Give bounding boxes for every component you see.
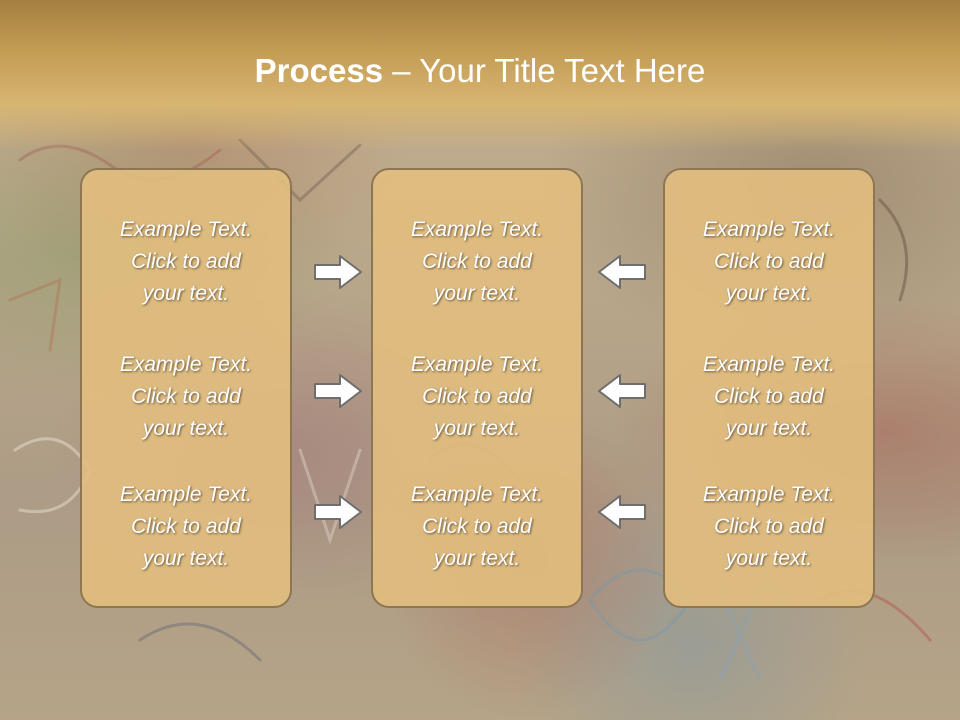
slide-title[interactable]: Process – Your Title Text Here <box>0 52 960 90</box>
text-line: Click to add <box>714 385 824 408</box>
text-placeholder[interactable]: Example Text. Click to add your text. <box>665 479 873 575</box>
text-line: your text. <box>725 547 813 570</box>
title-band <box>0 0 960 150</box>
text-line: Example Text. <box>119 218 253 241</box>
text-line: Example Text. <box>119 483 253 506</box>
text-line: your text. <box>725 417 813 440</box>
text-placeholder[interactable]: Example Text. Click to add your text. <box>82 214 290 310</box>
text-line: your text. <box>142 282 230 305</box>
text-line: Example Text. <box>702 353 836 376</box>
text-line: your text. <box>433 417 521 440</box>
process-box-1[interactable]: Example Text. Click to add your text. Ex… <box>80 168 292 608</box>
text-line: Click to add <box>714 515 824 538</box>
text-line: Click to add <box>422 250 532 273</box>
process-box-2[interactable]: Example Text. Click to add your text. Ex… <box>371 168 583 608</box>
text-line: your text. <box>142 547 230 570</box>
text-line: your text. <box>142 417 230 440</box>
text-placeholder[interactable]: Example Text. Click to add your text. <box>665 214 873 310</box>
text-line: Example Text. <box>702 218 836 241</box>
text-placeholder[interactable]: Example Text. Click to add your text. <box>82 479 290 575</box>
left-arrow-icon[interactable] <box>596 371 648 411</box>
title-rest: – Your Title Text Here <box>383 52 706 89</box>
text-placeholder[interactable]: Example Text. Click to add your text. <box>373 214 581 310</box>
text-placeholder[interactable]: Example Text. Click to add your text. <box>665 349 873 445</box>
text-placeholder[interactable]: Example Text. Click to add your text. <box>373 479 581 575</box>
text-line: Click to add <box>422 385 532 408</box>
right-arrow-icon[interactable] <box>312 252 364 292</box>
title-bold: Process <box>254 52 384 89</box>
process-box-3[interactable]: Example Text. Click to add your text. Ex… <box>663 168 875 608</box>
text-line: Example Text. <box>410 218 544 241</box>
text-line: Example Text. <box>410 483 544 506</box>
text-placeholder[interactable]: Example Text. Click to add your text. <box>373 349 581 445</box>
text-line: Click to add <box>131 385 241 408</box>
text-line: Click to add <box>131 250 241 273</box>
text-line: Click to add <box>422 515 532 538</box>
text-line: your text. <box>725 282 813 305</box>
text-line: Click to add <box>714 250 824 273</box>
text-line: your text. <box>433 282 521 305</box>
text-line: Example Text. <box>119 353 253 376</box>
text-placeholder[interactable]: Example Text. Click to add your text. <box>82 349 290 445</box>
right-arrow-icon[interactable] <box>312 492 364 532</box>
left-arrow-icon[interactable] <box>596 252 648 292</box>
right-arrow-icon[interactable] <box>312 371 364 411</box>
text-line: Example Text. <box>702 483 836 506</box>
text-line: Example Text. <box>410 353 544 376</box>
left-arrow-icon[interactable] <box>596 492 648 532</box>
text-line: your text. <box>433 547 521 570</box>
text-line: Click to add <box>131 515 241 538</box>
